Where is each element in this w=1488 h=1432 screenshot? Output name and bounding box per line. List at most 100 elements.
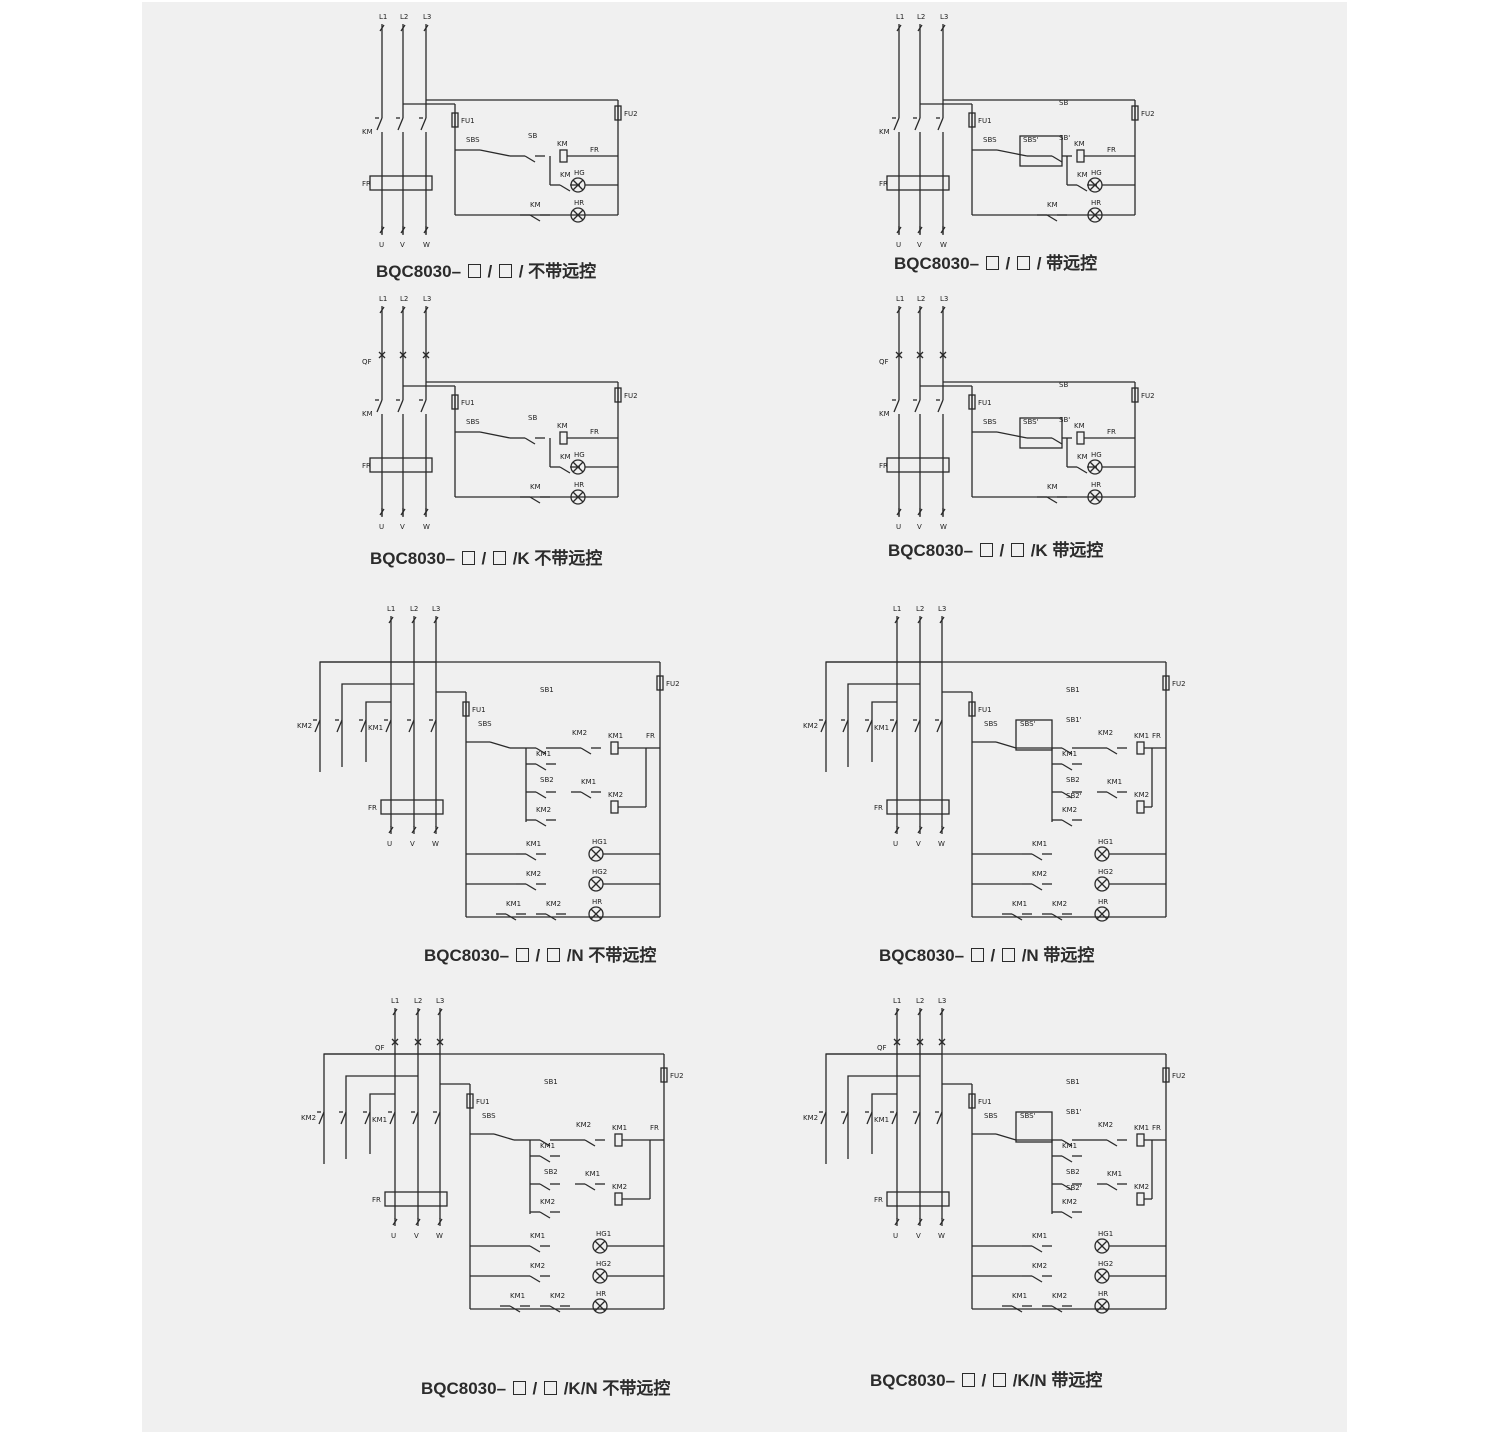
lamp-icon <box>572 179 584 191</box>
diagram-7-caption: BQC8030– / /K/N 不带远控 <box>421 1379 671 1398</box>
qf-mark <box>414 1038 422 1046</box>
output-label: V <box>414 1232 419 1240</box>
output-label: W <box>940 523 947 531</box>
contact-blade <box>1046 214 1058 222</box>
lamp-icon <box>590 878 602 890</box>
qf-mark <box>399 351 407 359</box>
contact-blade <box>1051 1305 1063 1313</box>
placeholder-box <box>461 551 475 565</box>
contact-blade <box>1031 853 1043 861</box>
fuse-label: FU2 <box>1141 392 1155 400</box>
phase-label: L3 <box>423 295 431 303</box>
qf-mark <box>378 351 386 359</box>
contact-label: KM2 <box>540 1198 555 1206</box>
contact-label: KM1 <box>506 900 521 908</box>
contact-blade <box>1031 1275 1043 1283</box>
placeholder-box <box>546 948 560 962</box>
contact-blade <box>525 853 537 861</box>
contact-label: KM1 <box>1012 1292 1027 1300</box>
qf-mark <box>436 1038 444 1046</box>
overload-relay <box>886 1191 950 1207</box>
placeholder-box <box>961 1373 975 1387</box>
sb1-label: SB1 <box>1066 686 1080 694</box>
diagram-2-caption: BQC8030– / / 带远控 <box>894 254 1098 273</box>
lamp-icon <box>594 1300 606 1312</box>
contact-blade <box>539 1183 551 1191</box>
coil-label: KM2 <box>1134 1183 1149 1191</box>
contact-blade <box>1061 1211 1073 1219</box>
sbs-prime-label: SBS' <box>1023 136 1039 144</box>
overload-relay <box>384 1191 448 1207</box>
sbs-label: SBS <box>984 720 998 728</box>
contact-label: KM1 <box>1107 1170 1122 1178</box>
contact-label: KM <box>530 201 541 209</box>
contact-blade <box>376 399 383 413</box>
fuse-label: FU1 <box>978 117 992 125</box>
km2-label: KM2 <box>803 1114 818 1122</box>
coil-label: KM1 <box>608 732 623 740</box>
contact-blade <box>893 117 900 131</box>
contact-label: KM1 <box>526 840 541 848</box>
contact-label: KM1 <box>1062 1142 1077 1150</box>
lamp-label: HG1 <box>1098 838 1113 846</box>
lamp-label: HG2 <box>1098 868 1113 876</box>
fr-label: FR <box>372 1196 381 1204</box>
lamp-label: HG <box>574 169 585 177</box>
qf-label: QF <box>879 358 889 366</box>
contact-blade <box>1031 883 1043 891</box>
contact-blade <box>1106 791 1118 799</box>
sb1-prime-label: SB1' <box>1066 1108 1082 1116</box>
contact-label: KM <box>1077 453 1088 461</box>
contact-blade <box>584 1183 596 1191</box>
fr-contact-label: FR <box>1152 732 1161 740</box>
sb2-prime-label: SB2' <box>1066 792 1082 800</box>
contact-blade <box>408 719 415 733</box>
sbs-label: SBS <box>983 136 997 144</box>
lamp-label: HG <box>1091 451 1102 459</box>
contact-blade <box>489 741 511 749</box>
contact-blade <box>360 719 367 733</box>
placeholder-box <box>970 948 984 962</box>
coil <box>614 1133 623 1147</box>
lamp-icon <box>1089 179 1101 191</box>
contact-blade <box>479 431 511 439</box>
sb-label: SB <box>528 132 537 140</box>
sb2-label: SB2 <box>1066 1168 1080 1176</box>
phase-label: L1 <box>379 13 387 21</box>
coil <box>614 1192 623 1206</box>
sb-prime-label: SB' <box>1059 134 1070 142</box>
contact-blade <box>580 791 592 799</box>
phase-label: L3 <box>940 295 948 303</box>
contact-blade <box>524 437 536 445</box>
phase-label: L1 <box>893 605 901 613</box>
remote-box <box>1019 417 1063 449</box>
contact-blade <box>842 1111 849 1125</box>
lamp-icon <box>1087 207 1103 223</box>
km-label: KM <box>879 410 890 418</box>
contact-blade <box>559 466 571 474</box>
fuse-label: FU1 <box>978 399 992 407</box>
fr-label: FR <box>874 804 883 812</box>
contact-label: KM2 <box>546 900 561 908</box>
contact-blade <box>376 117 383 131</box>
output-label: W <box>423 523 430 531</box>
contact-blade <box>385 719 392 733</box>
output-label: U <box>893 1232 898 1240</box>
wire <box>825 1053 942 1164</box>
placeholder-box <box>492 551 506 565</box>
wire <box>871 1093 897 1154</box>
lamp-icon <box>1096 908 1108 920</box>
contact-label: KM2 <box>526 870 541 878</box>
coil <box>610 741 619 755</box>
lamp-icon <box>594 1240 606 1252</box>
contact-blade <box>995 741 1017 749</box>
contact-blade <box>1076 466 1088 474</box>
lamp-icon <box>1089 209 1101 221</box>
contact-blade <box>524 155 536 163</box>
contact-blade <box>529 1275 541 1283</box>
fuse-label: FU1 <box>978 706 992 714</box>
